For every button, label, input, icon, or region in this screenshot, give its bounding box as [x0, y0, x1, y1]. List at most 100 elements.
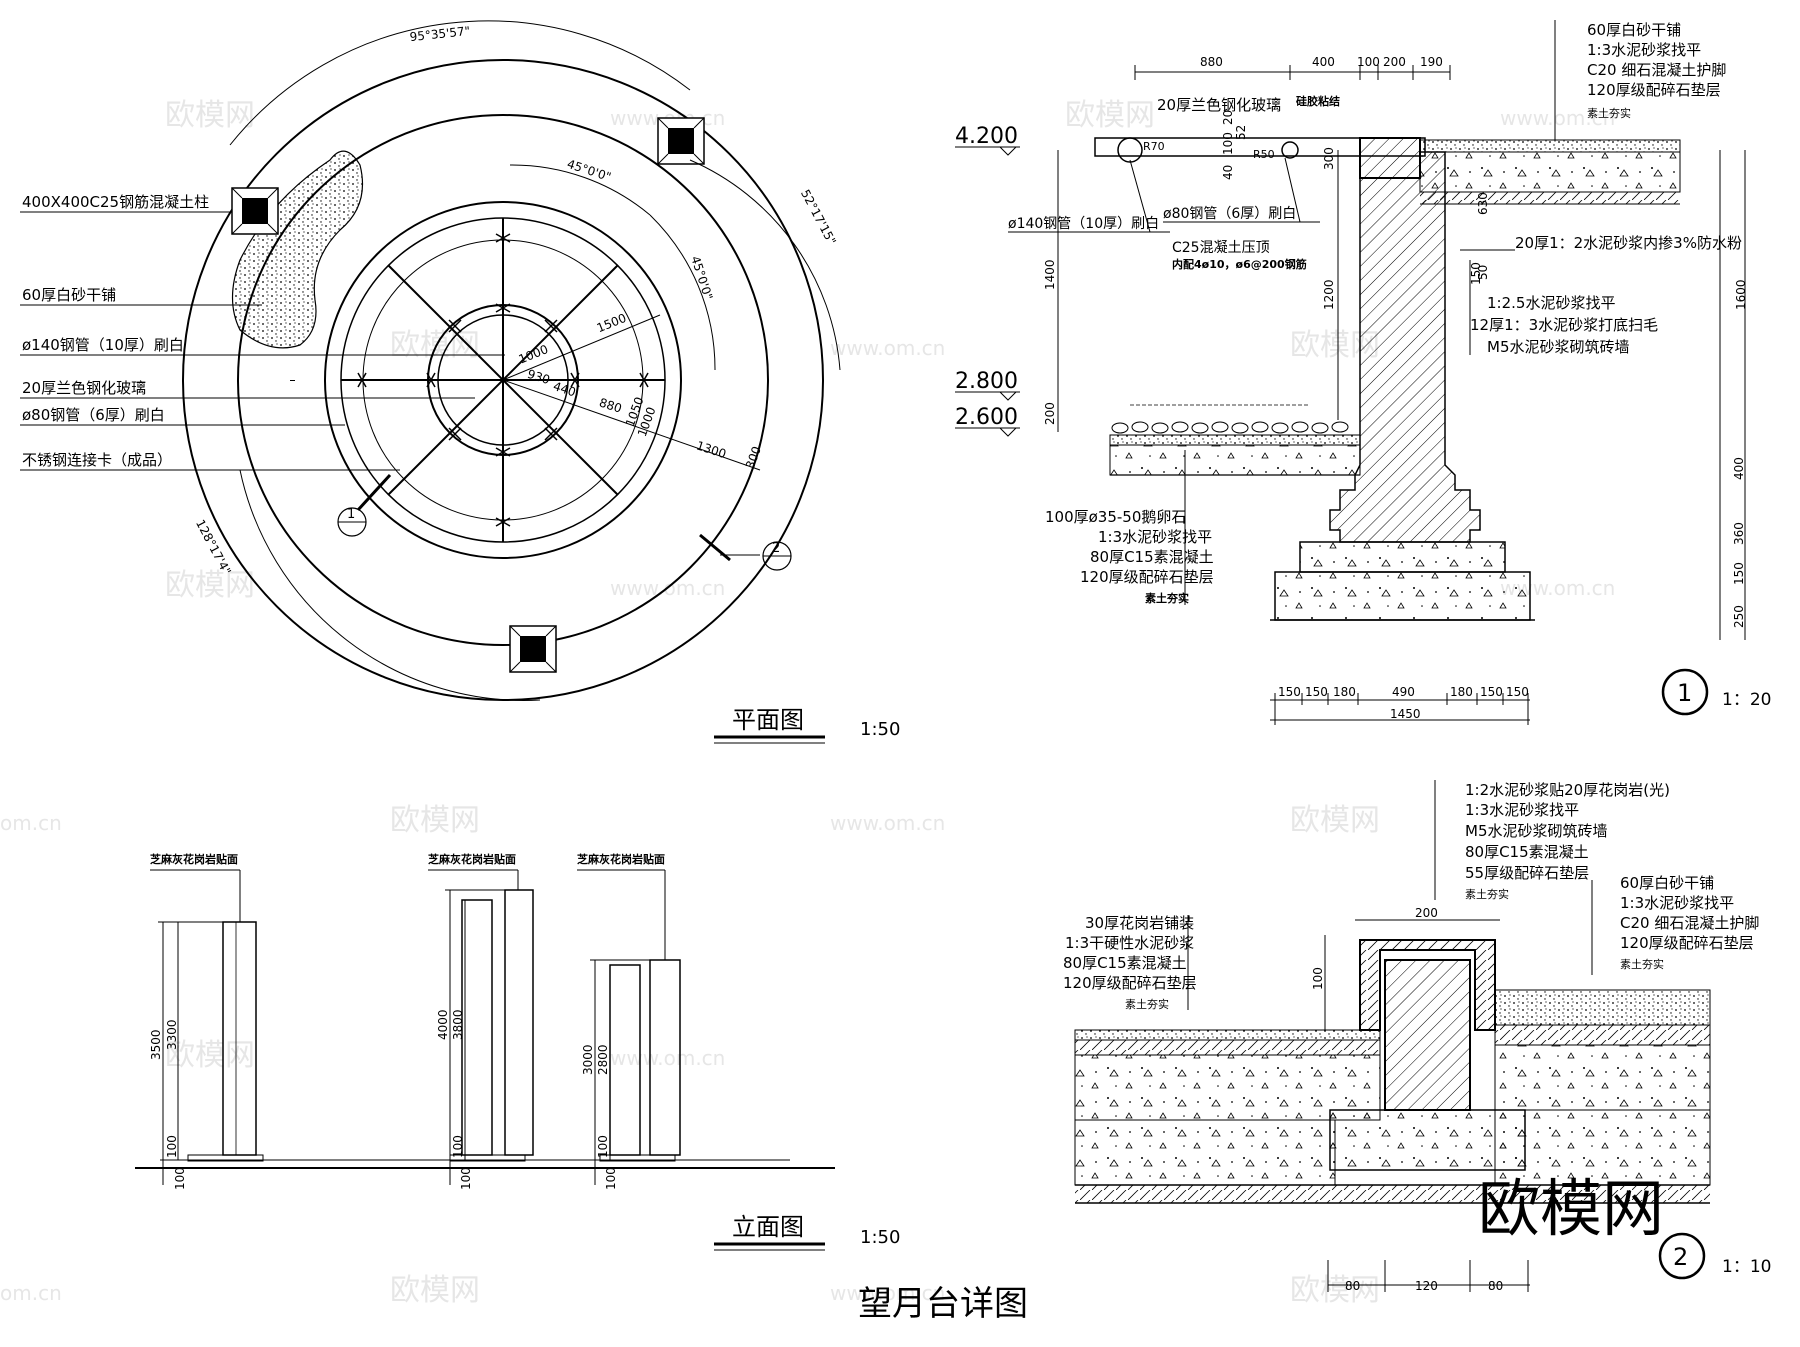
section-mark-label: 2 — [772, 541, 780, 556]
plan-dim: 930 — [526, 367, 552, 387]
bottom-dim: 150 — [1480, 685, 1503, 699]
section2-scale: 1：10 — [1722, 1257, 1771, 1277]
top-dim: 190 — [1420, 55, 1443, 69]
s2-top-label: 1:2水泥砂浆贴20厚花岗岩(光) — [1465, 781, 1670, 799]
s2-left-label: 120厚级配碎石垫层 — [1063, 974, 1197, 992]
section1-scale: 1：20 — [1722, 690, 1771, 710]
main-title: 望月台详图 — [858, 1284, 1028, 1324]
watermark-logo: 欧模网 — [1065, 98, 1155, 133]
section-mark-1: 1 — [337, 473, 392, 537]
left-dim: 52 — [1234, 125, 1248, 140]
cladding-label: 芝麻灰花岗岩贴面 — [150, 852, 238, 866]
s2-right-label: 1:3水泥砂浆找平 — [1620, 894, 1734, 912]
column-plan — [231, 187, 279, 235]
left-dim: 630 — [1476, 192, 1490, 215]
watermark-logo: 欧模网 — [165, 568, 255, 603]
column-plan — [509, 625, 557, 673]
s2-dim: 120 — [1415, 1279, 1438, 1293]
layer-label: C20 细石混凝土护脚 — [1587, 61, 1726, 79]
section-mark-label: 1 — [347, 507, 355, 522]
level-marker: 2.600 — [955, 405, 1020, 437]
level-label: 4.200 — [955, 124, 1018, 149]
s2-left-label: 1:3干硬性水泥砂浆 — [1065, 934, 1194, 952]
s2-right-label: 60厚白砂干铺 — [1620, 874, 1714, 892]
watermark-logo: 欧模网 — [390, 1273, 480, 1308]
elev-dim: 4000 — [436, 1009, 450, 1040]
watermark-logo: 欧模网 — [165, 98, 255, 133]
bottom-label: 1:3水泥砂浆找平 — [1098, 528, 1212, 546]
top-dim: 880 — [1200, 55, 1223, 69]
s2-dim: 200 — [1415, 906, 1438, 920]
plan-dim: 1500 — [595, 311, 629, 335]
sand-patch — [231, 150, 364, 349]
elevation-scale: 1:50 — [860, 1227, 900, 1248]
layer-label: 60厚白砂干铺 — [1587, 21, 1681, 39]
elev-dim: 2800 — [596, 1044, 610, 1075]
watermarks: 欧模网 欧模网 www.om.cn www.om.cn 欧模网 欧模网 www.… — [0, 98, 1615, 1308]
top-dim: 200 — [1383, 55, 1406, 69]
bottom-label: 120厚级配碎石垫层 — [1080, 568, 1214, 586]
left-dim: 150 — [1469, 262, 1483, 285]
bottom-label: 80厚C15素混凝土 — [1090, 548, 1214, 566]
left-dim: 1400 — [1043, 259, 1057, 290]
bottom-dim: 180 — [1333, 685, 1356, 699]
watermark-logo: 欧模网 — [165, 1038, 255, 1073]
layer-label: 素土夯实 — [1587, 106, 1631, 120]
plan-view: 95°35'57" 45°0'0" 45°0'0" 52°17'15" 128°… — [20, 20, 900, 744]
s2-top-label: 80厚C15素混凝土 — [1465, 843, 1589, 861]
watermark-logo: 欧模网 — [1290, 803, 1380, 838]
bottom-dim: 490 — [1392, 685, 1415, 699]
bottom-dim: 150 — [1278, 685, 1301, 699]
angle-label: 52°17'15" — [798, 187, 839, 247]
watermark-url: www.om.cn — [610, 1046, 725, 1070]
s2-left-label: 30厚花岗岩铺装 — [1085, 914, 1194, 932]
s2-right-label: C20 细石混凝土护脚 — [1620, 914, 1759, 932]
watermark-logo: 欧模网 — [390, 328, 480, 363]
section-label: ø80钢管（6厚）刷白 — [1163, 206, 1296, 222]
level-marker: 2.800 — [955, 369, 1020, 401]
plan-dim: 440 — [551, 379, 577, 399]
right-dim: 250 — [1732, 605, 1746, 628]
left-dim: 50 — [1476, 265, 1490, 280]
watermark-url: www.om.cn — [830, 811, 945, 835]
elevation-title: 立面图 — [732, 1213, 804, 1241]
left-dim: 20 — [1221, 110, 1235, 125]
watermark-url: www.om.cn — [830, 1281, 945, 1305]
section-label: ø140钢管（10厚）刷白 — [1008, 216, 1159, 232]
s2-top-label: 素土夯实 — [1465, 887, 1509, 901]
elev-dim: 3500 — [149, 1029, 163, 1060]
section-1: 4.200 2.800 2.600 880 400 100 200 190 60… — [955, 20, 1771, 725]
logo-watermark: 欧模网 — [1478, 1172, 1664, 1245]
section-label: C25混凝土压顶 — [1172, 240, 1270, 256]
s2-right-label: 120厚级配碎石垫层 — [1620, 934, 1754, 952]
elev-dim: 100 — [165, 1135, 179, 1158]
plan-label: 不锈钢连接卡（成品） — [22, 451, 172, 469]
right-dim: 150 — [1732, 562, 1746, 585]
plan-label: 400X400C25钢筋混凝土柱 — [22, 193, 209, 211]
elev-dim: 3000 — [581, 1044, 595, 1075]
watermark-url: www.om.cn — [830, 336, 945, 360]
level-label: 2.800 — [955, 369, 1018, 394]
total-dim: 1450 — [1390, 707, 1421, 721]
s2-top-label: 55厚级配碎石垫层 — [1465, 864, 1589, 882]
watermark-url: www.om.cn — [1500, 106, 1615, 130]
left-dim: 300 — [1322, 147, 1336, 170]
column-plan — [657, 117, 705, 165]
plan-label: 60厚白砂干铺 — [22, 286, 116, 304]
elevation-view: 芝麻灰花岗岩贴面 芝麻灰花岗岩贴面 芝麻灰花岗岩贴面 3500 3300 100… — [135, 852, 900, 1251]
s2-right-label: 素土夯实 — [1620, 957, 1664, 971]
bottom-dim: 150 — [1506, 685, 1529, 699]
detail-mark: 1 — [1677, 679, 1692, 707]
watermark-url: om.cn — [0, 1281, 62, 1305]
s2-dim: 100 — [1311, 967, 1325, 990]
s2-top-label: M5水泥砂浆砌筑砖墙 — [1465, 822, 1608, 840]
wall-label: 12厚1：3水泥砂浆打底扫毛 — [1470, 316, 1658, 334]
elev-dim: 100 — [459, 1167, 473, 1190]
layer-label: 120厚级配碎石垫层 — [1587, 81, 1721, 99]
right-dim: 1600 — [1734, 279, 1748, 310]
wall-label: M5水泥砂浆砌筑砖墙 — [1487, 338, 1630, 356]
top-dim: 100 — [1357, 55, 1380, 69]
angle-label: 45°0'0" — [565, 157, 612, 184]
section-label: 硅胶粘结 — [1296, 94, 1340, 108]
